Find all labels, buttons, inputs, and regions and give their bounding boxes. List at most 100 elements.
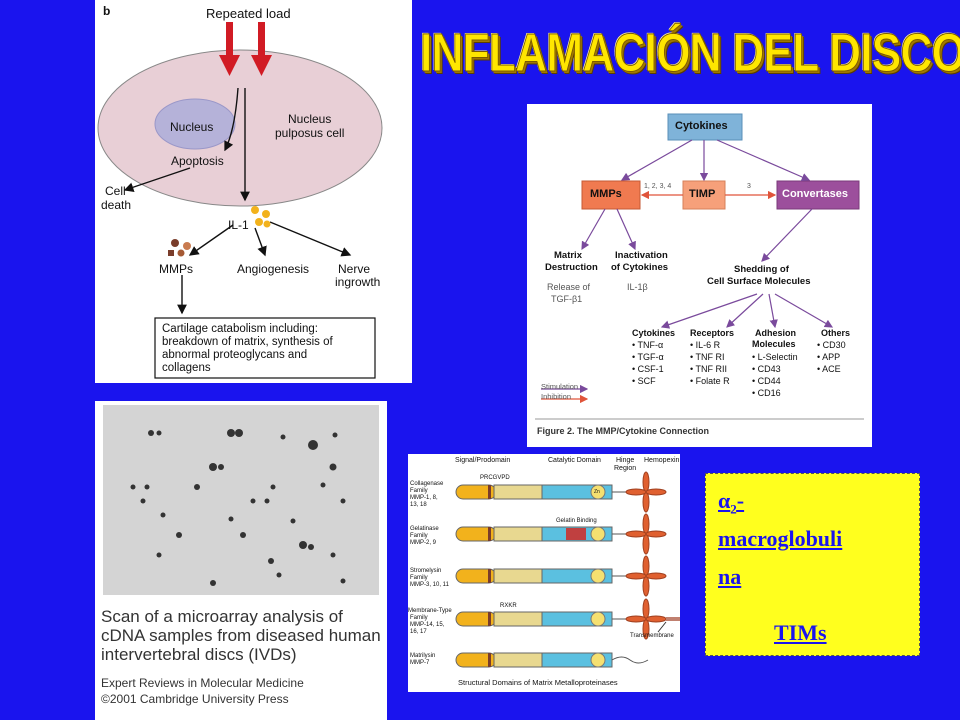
family-gelatinase-1: Gelatinase: [410, 526, 439, 532]
inhibition-legend: Inhibition: [541, 392, 572, 401]
shedding-1: Shedding of: [734, 264, 789, 275]
catabolism-line-4: collagens: [162, 362, 211, 374]
nucleus-pulposus-label-2: pulposus cell: [275, 126, 345, 140]
timp-box-label: TIMP: [689, 188, 716, 200]
col-cytokines-item: • TGF-α: [632, 352, 664, 362]
col-cytokines-header: Cytokines: [632, 328, 676, 338]
release-of-label: Release of: [547, 282, 591, 292]
microarray-image: [103, 405, 379, 595]
family-membrane-1: Membrane-Type: [408, 608, 452, 614]
col-adhesion-item: • CD16: [752, 388, 781, 398]
il1-label: IL-1: [228, 218, 249, 232]
zn-label: Zn: [594, 489, 600, 495]
catabolism-line-2: breakdown of matrix, synthesis of: [162, 336, 333, 348]
shedding-2: Cell Surface Molecules: [707, 276, 811, 287]
header-signal: Signal/Prodomain: [455, 457, 511, 464]
gelatin-binding-label: Gelatin Binding: [556, 518, 597, 524]
alpha2-macroglobulin-box: α2- macroglobuli na TIMs: [705, 473, 920, 656]
tims-label: TIMs: [774, 620, 827, 645]
family-membrane-2: Family: [410, 615, 428, 621]
nerve-label-1: Nerve: [338, 262, 371, 276]
catabolism-line-1: Cartilage catabolism including:: [162, 323, 318, 335]
col-receptors-item: • TNF RI: [690, 352, 725, 362]
edge-3-label: 3: [747, 183, 751, 190]
nucleus-ellipse: [154, 98, 236, 150]
microarray-panel: Scan of a microarray analysis of cDNA sa…: [95, 401, 387, 720]
col-cytokines-item: • CSF-1: [632, 364, 664, 374]
mmps-label: MMPs: [159, 262, 193, 276]
family-gelatinase-3: MMP-2, 9: [410, 540, 437, 546]
il1-to-mmps-arrow: [188, 224, 234, 256]
cell-ellipse: [97, 49, 383, 207]
col-adhesion-header-2: Molecules: [752, 339, 796, 349]
load-to-apoptosis-arrow: [224, 87, 239, 152]
mmp-cytokine-svg: [535, 113, 864, 420]
mmps-box-label: MMPs: [590, 188, 622, 200]
col-receptors-header: Receptors: [690, 328, 735, 338]
col-adhesion-item: • CD43: [752, 364, 781, 374]
prcgvpd-label: PRCGVPD: [480, 475, 510, 481]
header-hemopexin: Hemopexin: [644, 457, 680, 464]
catabolism-box: [154, 317, 376, 379]
mmp-dots: [168, 239, 191, 257]
col-others-item: • ACE: [817, 364, 841, 374]
convertases-box-label: Convertases: [782, 188, 849, 200]
matrix-destruction-1: Matrix: [554, 250, 582, 261]
family-collagenase-3: MMP-1, 8,: [410, 495, 438, 501]
alpha-char: α: [718, 488, 731, 513]
family-collagenase-2: Family: [410, 488, 428, 494]
family-matrilysin-1: Matrilysin: [410, 653, 436, 659]
disc-load-svg: [97, 22, 383, 379]
convertases-box: [776, 180, 860, 210]
alpha-symbol: α2-: [718, 488, 744, 517]
cell-death-label-2: death: [101, 198, 132, 212]
col-others-header: Others: [821, 328, 851, 338]
header-hinge-1: Hinge: [616, 457, 635, 464]
repeated-load-label: Repeated load: [206, 6, 291, 21]
nucleus-pulposus-label-1: Nucleus: [288, 112, 332, 126]
apoptosis-label: Apoptosis: [171, 154, 224, 168]
alpha-dash: -: [736, 488, 745, 513]
col-adhesion-item: • CD44: [752, 376, 781, 386]
domain-rows: [455, 484, 613, 668]
cytokines-box: [667, 113, 743, 141]
family-stromelysin-1: Stromelysin: [410, 568, 442, 574]
mmp-cytokine-diagram: Cytokines MMPs TIMP Convertases 1, 2, 3,…: [527, 104, 872, 447]
journal-name: Expert Reviews in Molecular Medicine: [101, 676, 304, 690]
macroglobulin-line-1: macroglobuli: [718, 526, 843, 551]
nerve-label-2: ingrowth: [335, 275, 381, 289]
col-adhesion-item: • L-Selectin: [752, 352, 798, 362]
col-cytokines-item: • TNF-α: [632, 340, 664, 350]
col-cytokines-item: • SCF: [632, 376, 656, 386]
header-hinge-2: Region: [614, 465, 637, 472]
il1-to-nerve-arrow: [269, 221, 352, 257]
col-others-item: • APP: [817, 352, 841, 362]
col-receptors-item: • IL-6 R: [690, 340, 721, 350]
mmp-domains-svg: [455, 471, 680, 668]
col-others-item: • CD30: [817, 340, 846, 350]
alpha-subscript: 2: [730, 501, 737, 517]
col-adhesion-header-1: Adhesion: [755, 328, 797, 338]
hemopexin-propellers: [625, 471, 667, 640]
catabolism-line-3: abnormal proteoglycans and: [162, 349, 308, 361]
stimulation-legend: Stimulation: [541, 382, 579, 391]
col-receptors-item: • TNF RII: [690, 364, 727, 374]
family-stromelysin-2: Family: [410, 575, 428, 581]
zn-stars: [590, 484, 606, 668]
rxkr-label: RXKR: [500, 603, 517, 609]
inactivation-1: Inactivation: [615, 250, 668, 261]
cytokines-top-label: Cytokines: [675, 120, 728, 132]
tgf-b1-label: TGF-β1: [551, 294, 583, 304]
microarray-caption-3: intervertebral discs (IVDs): [101, 645, 297, 664]
mmps-box: [581, 180, 641, 210]
family-gelatinase-2: Family: [410, 533, 428, 539]
mmp-domains-panel: Signal/Prodomain Catalytic Domain Hinge …: [408, 454, 680, 692]
figure-caption: Figure 2. The MMP/Cytokine Connection: [537, 426, 710, 436]
header-catalytic: Catalytic Domain: [548, 457, 601, 464]
microarray-spots: [130, 429, 346, 586]
nucleus-label: Nucleus: [170, 120, 214, 134]
family-stromelysin-3: MMP-3, 10, 11: [410, 582, 449, 588]
panel-letter: b: [103, 4, 111, 18]
il1-dots: [251, 206, 271, 228]
family-membrane-3: MMP-14, 15,: [410, 622, 445, 628]
